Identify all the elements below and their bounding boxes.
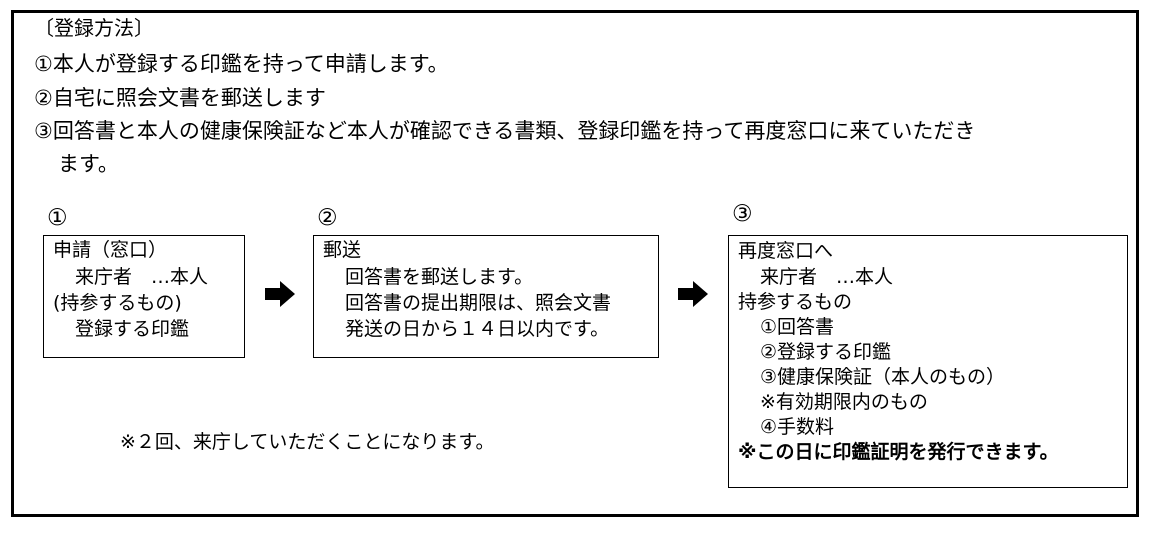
flow-box-3: 再度窓口へ 来庁者 …本人 持参するもの ①回答書 ②登録する印鑑 ③健康保険証… <box>728 235 1128 488</box>
box-3-line: ②登録する印鑑 <box>760 341 892 363</box>
section-heading: 〔登録方法〕 <box>34 16 154 40</box>
box-2-line: 回答書を郵送します。 <box>345 266 534 288</box>
step-3-text-continued: ます。 <box>58 152 119 176</box>
box-1-line: (持参するもの) <box>53 292 182 314</box>
visit-note: ※２回、来庁していただくことになります。 <box>120 431 495 453</box>
step-3-text: ③回答書と本人の健康保険証など本人が確認できる書類、登録印鑑を持って再度窓口に来… <box>34 119 976 143</box>
box-3-line: ④手数料 <box>760 416 835 438</box>
box-3-line: 再度窓口へ <box>738 240 834 262</box>
box-1-line: 登録する印鑑 <box>75 318 190 340</box>
flow-box-1: 申請（窓口） 来庁者 …本人 (持参するもの) 登録する印鑑 <box>43 235 245 358</box>
flow-step-3-number: ③ <box>732 201 753 227</box>
box-3-line: ③健康保険証（本人のもの） <box>760 366 1006 388</box>
box-2-line: 郵送 <box>323 239 362 261</box>
outer-frame <box>11 10 1139 517</box>
step-1-text: ①本人が登録する印鑑を持って申請します。 <box>34 52 449 76</box>
right-arrow-icon <box>678 281 708 307</box>
box-3-emphasis-line: ※この日に印鑑証明を発行できます。 <box>738 441 1059 463</box>
box-3-line: ①回答書 <box>760 316 835 338</box>
box-1-line: 申請（窓口） <box>53 239 168 261</box>
box-3-line: 来庁者 …本人 <box>760 266 894 288</box>
box-3-line: 持参するもの <box>738 291 853 313</box>
flow-box-2: 郵送 回答書を郵送します。 回答書の提出期限は、照会文書 発送の日から１４日以内… <box>313 235 659 358</box>
right-arrow-icon <box>265 281 295 307</box>
box-1-line: 来庁者 …本人 <box>75 266 209 288</box>
flow-step-2-number: ② <box>317 205 338 231</box>
box-2-line: 発送の日から１４日以内です。 <box>345 318 610 340</box>
step-2-text: ②自宅に照会文書を郵送します <box>34 86 326 110</box>
flow-step-1-number: ① <box>47 205 68 231</box>
box-3-line: ※有効期限内のもの <box>760 391 928 413</box>
box-2-line: 回答書の提出期限は、照会文書 <box>345 292 612 314</box>
